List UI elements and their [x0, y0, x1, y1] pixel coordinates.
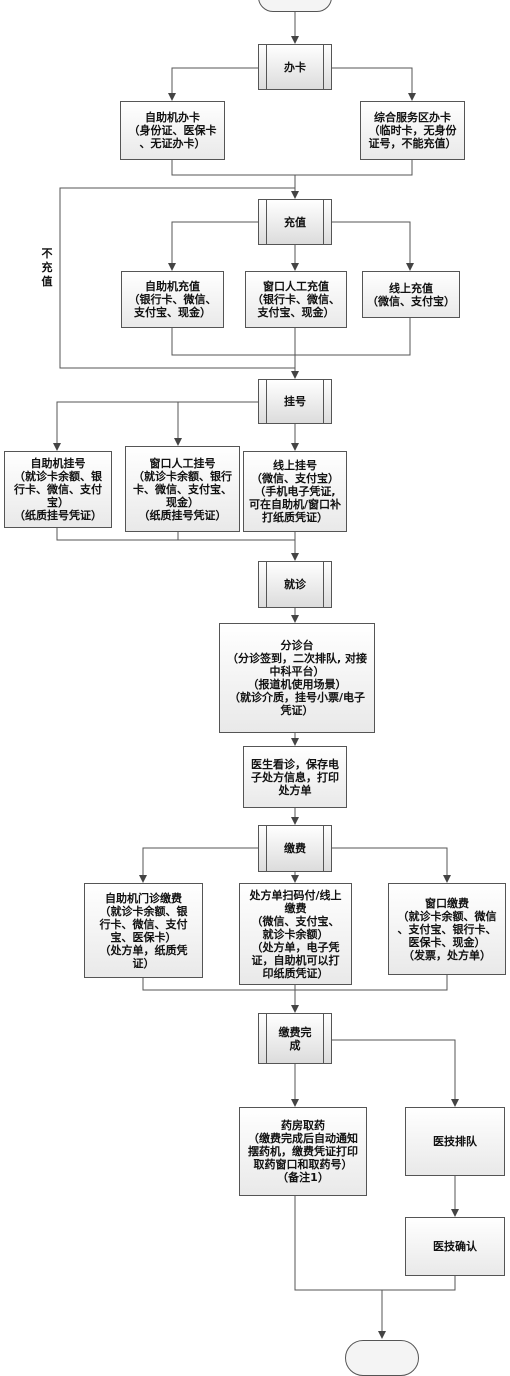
step-topup: 充值 [258, 199, 332, 245]
step-pay: 缴费 [258, 825, 332, 872]
node-card-service: 综合服务区办卡 （临时卡，无身份 证号，不能充值） [360, 101, 465, 160]
node-tech-confirm: 医技确认 [405, 1217, 505, 1276]
node-reg-online: 线上挂号 （微信、支付宝） （手机电子凭证, 可在自助机/窗口补 打纸质凭证） [243, 451, 347, 532]
step-visit: 就诊 [258, 561, 332, 608]
node-reg-window: 窗口人工挂号 （就诊卡余额、银行 卡、微信、支付宝、 现金） （纸质挂号凭证） [125, 446, 240, 532]
step-card: 办卡 [258, 44, 332, 90]
node-pharmacy: 药房取药 （缴费完成后自动通知 摆药机，缴费凭证打印 取药窗口和取药号） （备注… [239, 1107, 367, 1196]
node-tech-queue: 医技排队 [405, 1107, 505, 1176]
node-topup-online: 线上充值 （微信、支付宝） [362, 271, 460, 318]
node-pay-window: 窗口缴费 （就诊卡余额、微信 、支付宝、银行卡、 医保卡、现金） （发票，处方单… [388, 883, 506, 975]
step-register: 挂号 [258, 379, 332, 424]
node-triage: 分诊台 （分诊签到，二次排队, 对接 中科平台） （报道机使用场景） （就诊介质… [219, 623, 375, 733]
step-pay-done: 缴费完 成 [258, 1013, 332, 1064]
label-no-topup: 不 充 值 [41, 247, 53, 288]
node-doctor: 医生看诊，保存电 子处方信息，打印 处方单 [243, 746, 347, 808]
node-pay-scan: 处方单扫码付/线上 缴费 （微信、支付宝、 就诊卡余额） （处方单，电子凭 证，… [239, 883, 352, 985]
start-terminal [258, 0, 332, 12]
end-terminal [345, 1340, 419, 1376]
node-reg-self: 自助机挂号 （就诊卡余额、银 行卡、微信、支付 宝） （纸质挂号凭证） [4, 451, 112, 528]
node-topup-window: 窗口人工充值 （银行卡、微信、 支付宝、现金） [245, 271, 347, 328]
node-topup-self: 自助机充值 （银行卡、微信、 支付宝、现金） [121, 271, 224, 328]
node-pay-self: 自助机门诊缴费 （就诊卡余额、银 行卡、微信、支付 宝、医保卡） （处方单，纸质… [84, 883, 203, 978]
node-card-self: 自助机办卡 （身份证、医保卡 、无证办卡） [120, 101, 225, 160]
